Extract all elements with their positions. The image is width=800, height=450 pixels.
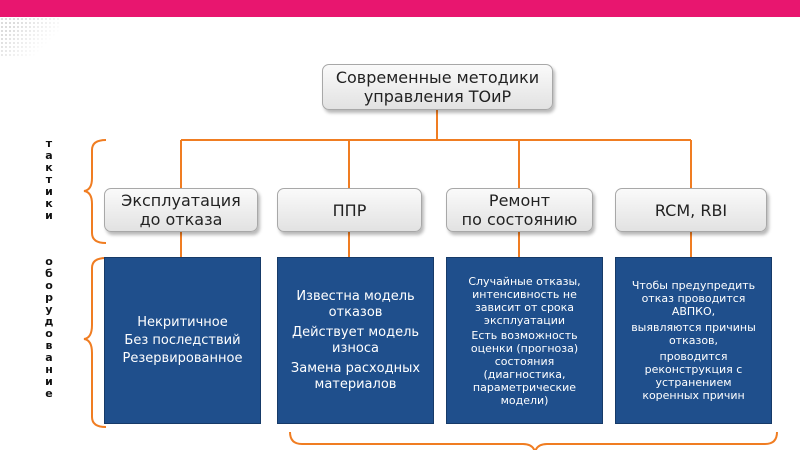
vertical-label-letter: а: [45, 149, 53, 162]
tactic-label: ППР: [332, 200, 367, 220]
tactics-brace: [83, 139, 107, 244]
vertical-label-letter: т: [45, 137, 53, 150]
vertical-label-letter: к: [45, 197, 53, 210]
equipment-text: Действует модель износа: [291, 324, 420, 356]
vertical-label-letter: к: [45, 161, 53, 174]
tactic-box-rcm-rbi: RCM, RBI: [615, 188, 767, 232]
vertical-label-letter: б: [45, 267, 53, 280]
vertical-label-letter: и: [45, 375, 53, 388]
root-node: Современные методики управления ТОиР: [322, 64, 553, 110]
bottom-brace: [289, 431, 778, 450]
root-node-label: Современные методики управления ТОиР: [335, 68, 540, 106]
equipment-text: Замена расходных материалов: [290, 360, 421, 392]
equipment-box-4: Чтобы предупредить отказ проводится АВПК…: [615, 257, 772, 424]
tactic-label: RCM, RBI: [654, 200, 728, 220]
vertical-label-letter: т: [45, 173, 53, 186]
equipment-box-1: Некритичное Без последствий Резервирован…: [104, 257, 261, 424]
vertical-label-letter: у: [45, 303, 53, 316]
vertical-label-letter: е: [45, 387, 53, 400]
tactic-label: Ремонт по состоянию: [461, 191, 578, 229]
equipment-text: Случайные отказы, интенсивность не завис…: [468, 274, 581, 327]
dot-pattern-decoration: [0, 17, 60, 57]
equipment-box-3: Случайные отказы, интенсивность не завис…: [446, 257, 603, 424]
equipment-text: Некритичное: [137, 314, 228, 330]
vertical-label-letter: в: [45, 339, 53, 352]
equipment-brace: [83, 257, 107, 428]
vertical-label-letter: о: [45, 255, 53, 268]
vertical-label-letter: р: [45, 291, 53, 304]
equipment-text: проводится реконструкция с устранением к…: [642, 350, 745, 402]
vertical-label-letter: н: [45, 363, 53, 376]
vertical-label-letter: о: [45, 279, 53, 292]
vertical-label-letter: о: [45, 327, 53, 340]
equipment-text: Резервированное: [122, 350, 243, 366]
equipment-box-2: Известна модель отказов Действует модель…: [277, 257, 434, 424]
equipment-text: Без последствий: [124, 332, 241, 348]
vertical-label-letter: д: [44, 315, 54, 328]
equipment-text: Чтобы предупредить отказ проводится АВПК…: [631, 279, 756, 318]
tactic-box-condition-based: Ремонт по состоянию: [446, 188, 593, 232]
tactic-box-run-to-failure: Эксплуатация до отказа: [104, 188, 258, 232]
header-accent-bar: [0, 0, 800, 17]
vertical-label-letter: а: [45, 351, 53, 364]
equipment-text: Известна модель отказов: [296, 288, 415, 320]
vertical-label-letter: и: [45, 209, 53, 222]
tactic-label: Эксплуатация до отказа: [121, 191, 241, 229]
vertical-label-letter: и: [45, 185, 53, 198]
tactic-box-ppr: ППР: [277, 188, 422, 232]
equipment-text: выявляются причины отказов,: [631, 321, 756, 347]
equipment-text: Есть возможность оценки (прогноза) состо…: [470, 328, 579, 407]
